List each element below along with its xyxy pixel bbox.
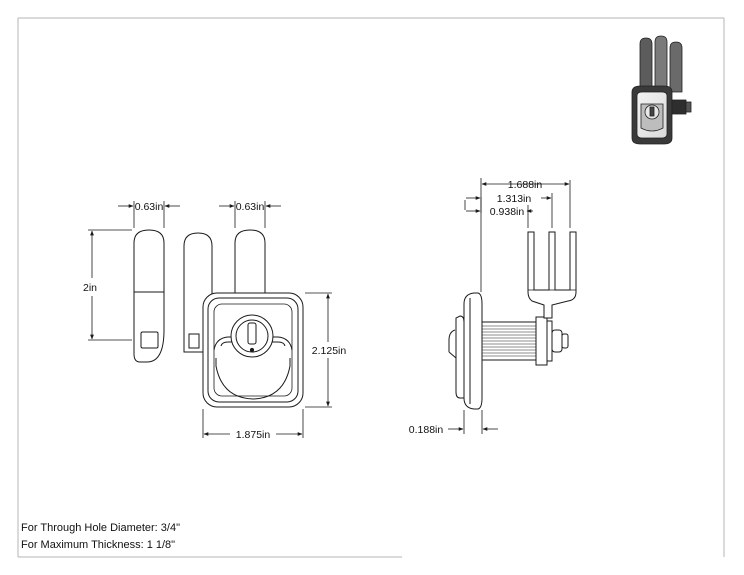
dim-label-mid-depth: 1.313in — [497, 193, 532, 205]
side-bail — [448, 315, 465, 399]
side-dimension-labels: 1.688in 1.313in 0.938in 0.188in — [409, 179, 543, 436]
dim-label-cam-width-right: 0.63in — [236, 201, 265, 213]
front-view — [133, 229, 304, 408]
dim-label-body-height: 2.125in — [312, 345, 347, 357]
threaded-shaft — [481, 321, 539, 361]
thread-lines — [482, 325, 538, 357]
dim-label-flange-thickness: 0.188in — [409, 424, 444, 436]
key-cylinder — [230, 314, 274, 358]
side-dimensions — [448, 178, 571, 434]
right-cam-finger — [234, 229, 266, 301]
hex-nut — [535, 316, 553, 366]
dim-label-overall-depth: 1.688in — [508, 179, 543, 191]
side-cam-fork — [527, 231, 577, 319]
left-cam-finger — [133, 229, 165, 363]
cam-tail — [551, 329, 569, 353]
dim-label-cam-height: 2in — [83, 282, 97, 294]
note-through-hole-diameter: For Through Hole Diameter: 3/4" — [21, 522, 180, 534]
side-flange — [463, 292, 483, 410]
dim-label-short-depth: 0.938in — [490, 206, 525, 218]
drawing-frame — [17, 17, 725, 558]
side-view — [448, 231, 577, 410]
front-dimension-labels: 0.63in 0.63in 2in 2.125in 1.875in — [83, 201, 346, 441]
isometric-thumbnail — [631, 35, 692, 145]
front-dimensions — [88, 201, 332, 438]
note-maximum-thickness: For Maximum Thickness: 1 1/8" — [21, 539, 176, 551]
dim-label-cam-width-left: 0.63in — [135, 201, 164, 213]
dim-label-body-width: 1.875in — [236, 429, 271, 441]
